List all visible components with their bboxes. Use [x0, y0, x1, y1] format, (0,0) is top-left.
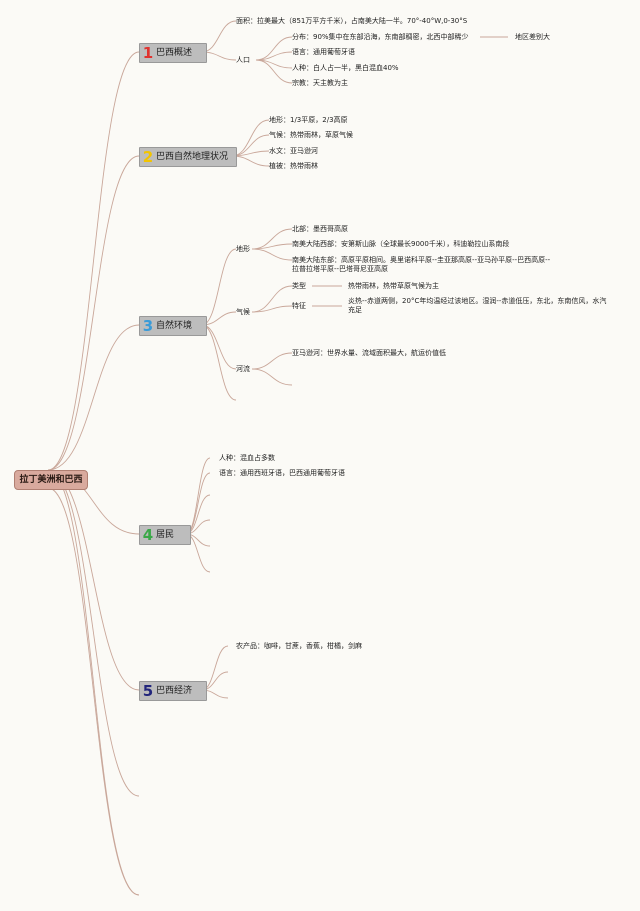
population-label: 人口: [236, 56, 250, 64]
climate-feature-label: 特征: [292, 302, 306, 310]
race-text: 人种：白人占一半，黑白混血40%: [292, 64, 399, 72]
connector-10: [255, 36, 293, 61]
residents-language-text: 语言：通用西班牙语，巴西通用葡萄牙语: [219, 469, 345, 477]
connector-25: [251, 248, 293, 261]
connector-27: [251, 305, 293, 313]
connector-30: [251, 352, 293, 370]
topic-3-label: 自然环境: [156, 321, 193, 331]
connector-0: [47, 51, 140, 471]
climate-type-text: 热带雨林，热带草原气候为主: [348, 282, 439, 290]
connector-5: [47, 469, 140, 797]
residents-race-text: 人种：混血占多数: [219, 454, 275, 462]
area-text: 面积：拉美最大（851万平方千米），占南美大陆一半。70°-40°W,0-30°…: [236, 17, 468, 25]
geo-climate-text: 气候：热带雨林，草原气候: [269, 131, 353, 139]
topic-2-number: 2: [142, 148, 154, 166]
connector-15: [231, 119, 270, 157]
climate-type-label: 类型: [292, 282, 306, 290]
climate-feature-text: 炎热--赤道两侧，20°C年均温经过该地区。湿润--赤道低压，东北，东南信风，水…: [348, 297, 607, 314]
terrain-east-text: 南美大陆东部：高原平原相间。奥里诺科平原--圭亚那高原--亚马孙平原--巴西高原…: [292, 256, 551, 273]
connector-7: [47, 487, 140, 896]
geo-vegetation-text: 植被：热带雨林: [269, 162, 318, 170]
topic-5-number: 5: [142, 682, 154, 700]
connector-8: [201, 20, 237, 53]
connector-2: [47, 324, 140, 471]
connector-20: [201, 311, 237, 326]
connector-1: [47, 155, 140, 471]
regional-diff-text: 地区差别大: [515, 33, 550, 41]
topic-4-label: 居民: [156, 530, 175, 540]
geo-terrain-text: 地形：1/3平原，2/3高原: [269, 116, 348, 124]
geo-hydrology-text: 水文：亚马逊河: [269, 147, 318, 155]
terrain-north-text: 北部：墨西哥高原: [292, 225, 348, 233]
connector-13: [255, 59, 293, 84]
topic-3-number: 3: [142, 317, 154, 335]
connector-31: [251, 368, 293, 386]
agri-products-text: 农产品：咖啡，甘蔗，香蕉，柑橘，剑麻: [236, 642, 362, 650]
connector-26: [251, 285, 293, 313]
terrain-label: 地形: [236, 245, 250, 253]
connector-22: [201, 324, 237, 401]
topic-4-number: 4: [142, 526, 154, 544]
distribution-text: 分布：90%集中在东部沿海，东南部稠密，北西中部稀少: [292, 33, 469, 41]
connector-18: [231, 155, 270, 167]
topic-5-label: 巴西经济: [156, 686, 193, 696]
topic-2-label: 巴西自然地理状况: [156, 152, 229, 162]
connector-19: [201, 248, 237, 326]
religion-text: 宗教：天主教为主: [292, 79, 348, 87]
language-text: 语言：通用葡萄牙语: [292, 48, 355, 56]
river-text: 亚马逊河：世界水量、流域面积最大，航运价值低: [292, 349, 446, 357]
river-label: 河流: [236, 365, 250, 373]
connector-9: [201, 51, 237, 61]
climate-label: 气候: [236, 308, 250, 316]
terrain-west-text: 南美大陆西部：安第斯山脉（全球最长9000千米），科迪勒拉山系南段: [292, 240, 510, 248]
root-node[interactable]: 拉丁美洲和巴西: [14, 470, 88, 490]
topic-1-number: 1: [142, 44, 154, 62]
connector-23: [251, 228, 293, 250]
topic-1-label: 巴西概述: [156, 48, 193, 58]
